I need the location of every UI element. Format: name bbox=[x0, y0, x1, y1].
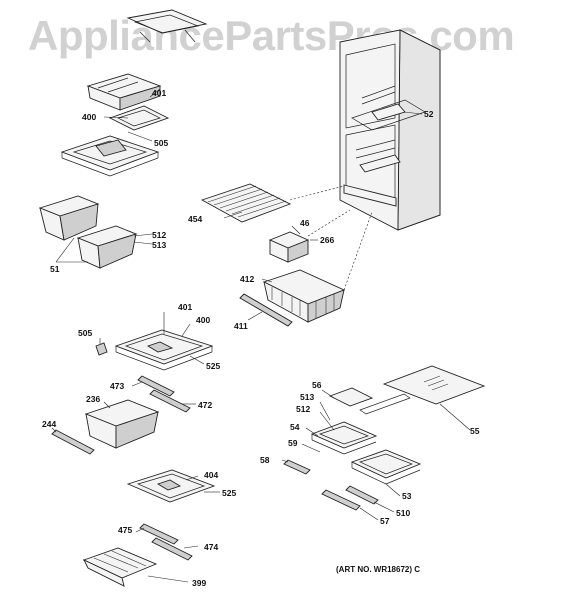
label-236: 236 bbox=[86, 394, 100, 404]
slide-rail-244 bbox=[51, 429, 95, 455]
refrigerator-cabinet bbox=[339, 29, 441, 231]
drawer-slide-475 bbox=[139, 523, 179, 545]
crisper-cover-lower bbox=[126, 469, 216, 503]
label-472: 472 bbox=[198, 400, 212, 410]
label-475: 475 bbox=[118, 525, 132, 535]
lower-basket-399 bbox=[82, 547, 158, 587]
label-474: 474 bbox=[204, 542, 218, 552]
label-46: 46 bbox=[300, 218, 310, 228]
label-400-top: 400 bbox=[82, 112, 96, 122]
leader-lines bbox=[51, 88, 471, 583]
label-266: 266 bbox=[320, 235, 334, 245]
label-525-lower: 525 bbox=[222, 488, 236, 498]
label-512-lower: 512 bbox=[296, 404, 310, 414]
label-401-top: 401 bbox=[152, 88, 166, 98]
top-shelf-bracket bbox=[126, 9, 208, 43]
door-bin-left bbox=[38, 195, 100, 241]
label-513-lower: 513 bbox=[300, 392, 314, 402]
label-52: 52 bbox=[424, 109, 434, 119]
shelf-frame-54 bbox=[310, 421, 378, 455]
basket-rail bbox=[239, 293, 293, 327]
label-51: 51 bbox=[50, 264, 60, 274]
label-404: 404 bbox=[204, 470, 218, 480]
label-513-top: 513 bbox=[152, 240, 166, 250]
drawer-slide-473 bbox=[137, 375, 175, 397]
ice-bucket bbox=[268, 231, 310, 263]
snack-pan-upper bbox=[86, 73, 162, 111]
part-labels: 401 400 505 512 513 51 454 46 266 412 41… bbox=[42, 88, 480, 588]
door-bin-right bbox=[76, 225, 138, 269]
wire-shelf bbox=[200, 183, 292, 223]
label-454: 454 bbox=[188, 214, 202, 224]
label-53: 53 bbox=[402, 491, 412, 501]
label-58: 58 bbox=[260, 455, 270, 465]
guide-lines bbox=[289, 185, 373, 291]
art-number: (ART NO. WR18672) C bbox=[336, 565, 420, 574]
shelf-rail-upper bbox=[359, 393, 411, 415]
label-56: 56 bbox=[312, 380, 322, 390]
label-512-top: 512 bbox=[152, 230, 166, 240]
label-525-upper: 525 bbox=[206, 361, 220, 371]
label-505-top: 505 bbox=[154, 138, 168, 148]
label-401-mid: 401 bbox=[178, 302, 192, 312]
freezer-basket bbox=[262, 269, 346, 323]
shelf-trim-56 bbox=[328, 387, 374, 407]
label-55: 55 bbox=[470, 426, 480, 436]
label-54: 54 bbox=[290, 422, 300, 432]
crisper-cover-upper bbox=[114, 329, 214, 371]
label-411: 411 bbox=[234, 321, 248, 331]
label-412: 412 bbox=[240, 274, 254, 284]
label-244: 244 bbox=[42, 419, 56, 429]
label-473: 473 bbox=[110, 381, 124, 391]
label-57: 57 bbox=[380, 516, 390, 526]
label-400-mid: 400 bbox=[196, 315, 210, 325]
label-505-mid: 505 bbox=[78, 328, 92, 338]
crisper-drawer bbox=[84, 399, 160, 449]
clip-small bbox=[95, 342, 108, 356]
label-59: 59 bbox=[288, 438, 298, 448]
label-510: 510 bbox=[396, 508, 410, 518]
shelf-bracket-510 bbox=[345, 485, 379, 505]
label-399: 399 bbox=[192, 578, 206, 588]
drawer-slide-474 bbox=[151, 537, 193, 561]
deli-drawer-frame bbox=[60, 135, 160, 177]
glass-shelf-55 bbox=[382, 365, 486, 405]
shelf-frame-53 bbox=[350, 449, 422, 485]
shelf-bracket-57 bbox=[321, 489, 361, 511]
snack-pan-cover bbox=[108, 105, 170, 131]
drawer-slide-472 bbox=[149, 389, 191, 413]
